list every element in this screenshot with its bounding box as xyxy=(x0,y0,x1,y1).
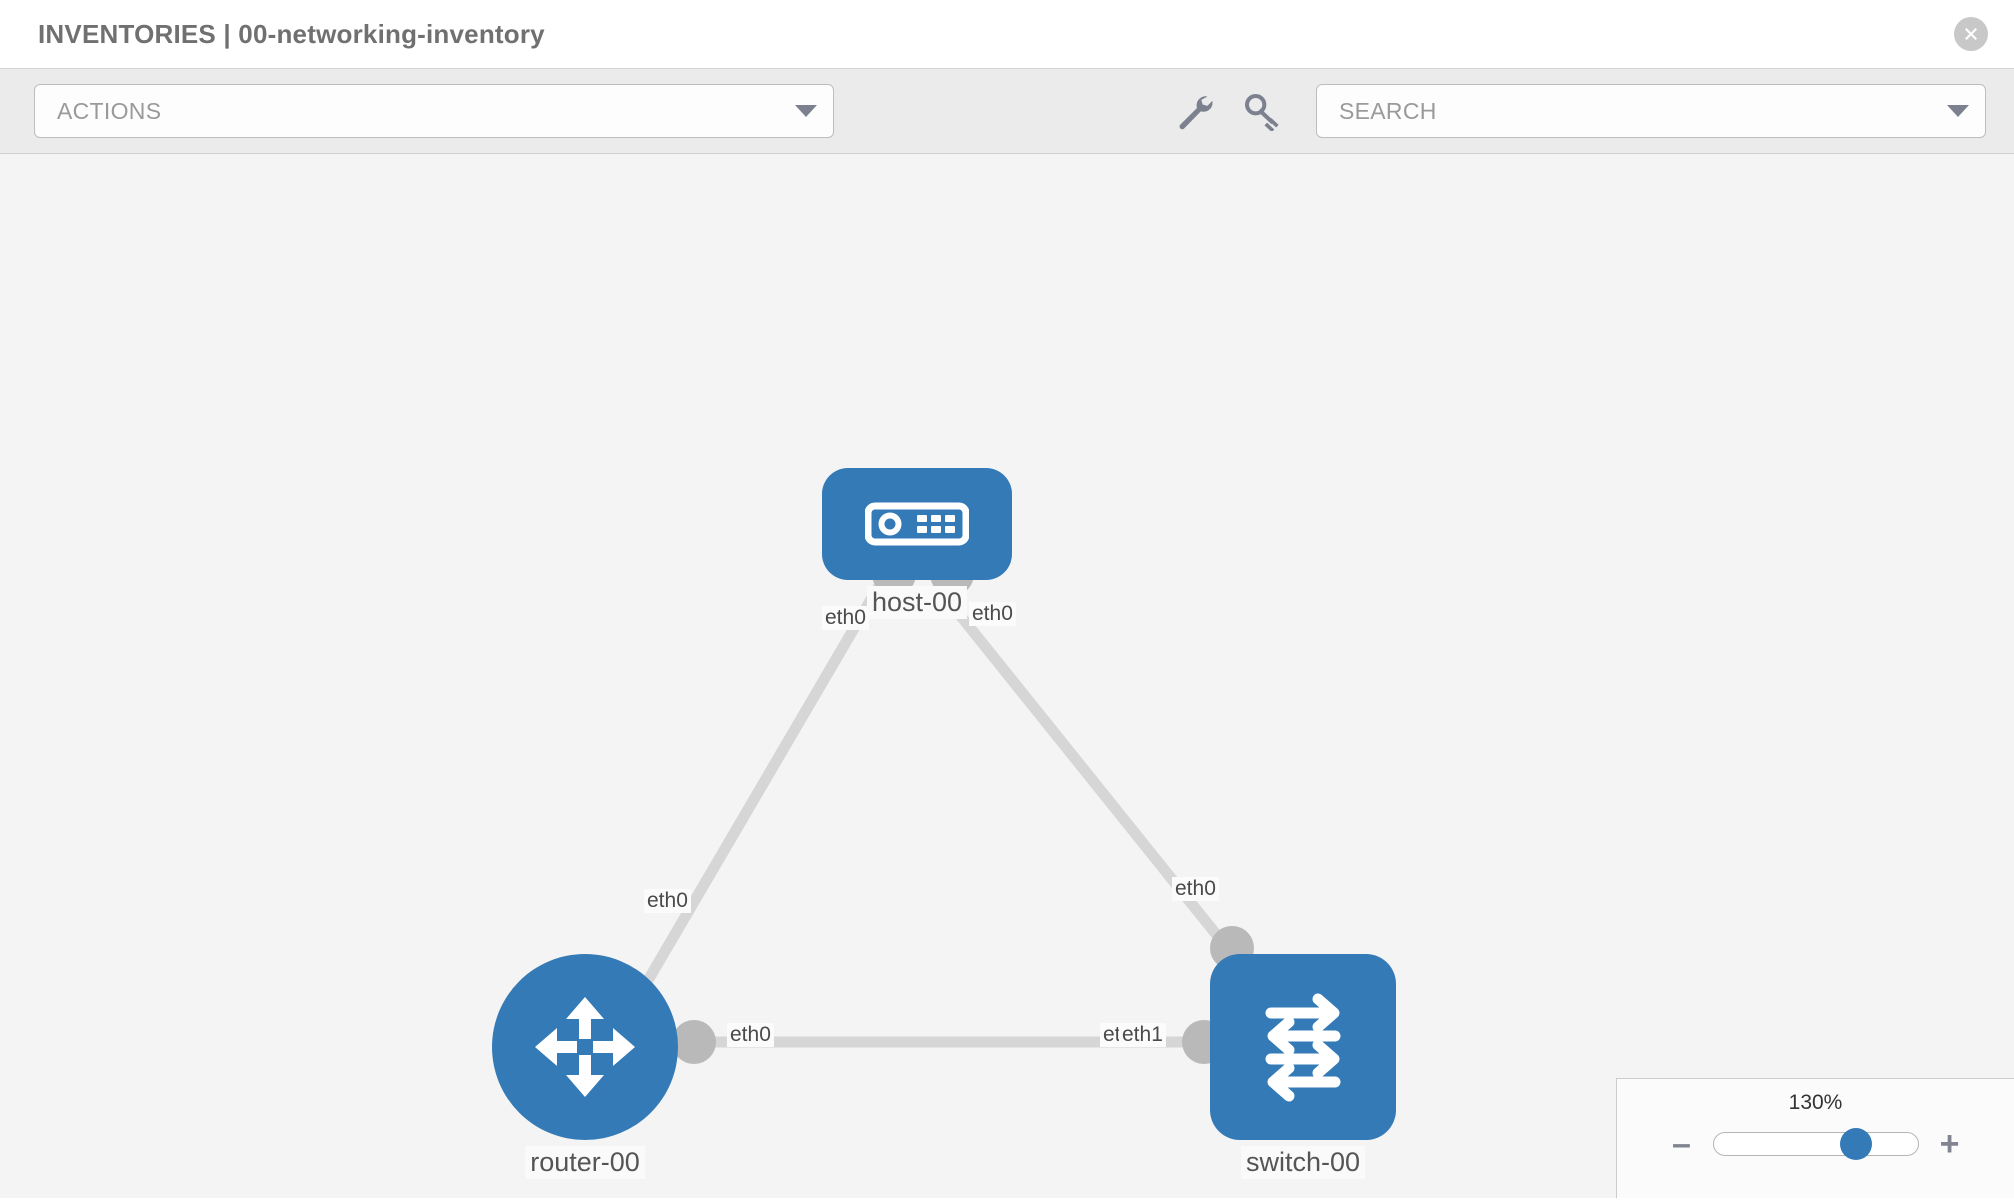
zoom-slider[interactable] xyxy=(1712,1128,1919,1160)
topology-links xyxy=(635,580,1245,1048)
link-host-switch[interactable] xyxy=(930,580,1245,968)
close-icon xyxy=(1965,28,1977,40)
node-host-00[interactable]: host-00 xyxy=(822,468,1012,619)
zoom-control-panel: 130% – + xyxy=(1616,1078,2014,1198)
page-title: INVENTORIES | 00-networking-inventory xyxy=(38,18,545,49)
iface-label-host-right: eth0 xyxy=(969,602,1016,626)
iface-label-router-right: eth0 xyxy=(727,1023,774,1047)
node-host-shape[interactable] xyxy=(822,468,1012,580)
node-router-00[interactable]: router-00 xyxy=(492,954,678,1179)
endpoint-router-right[interactable] xyxy=(672,1020,716,1064)
iface-label-router-up: eth0 xyxy=(644,889,691,913)
zoom-out-button[interactable]: – xyxy=(1672,1125,1691,1163)
iface-label-switch-up: eth0 xyxy=(1172,877,1219,901)
zoom-control-row: – + xyxy=(1617,1127,2014,1161)
key-icon[interactable] xyxy=(1242,91,1282,131)
chevron-down-icon[interactable] xyxy=(795,105,817,117)
iface-label-switch-left-b: eth1 xyxy=(1119,1023,1166,1047)
link-host-router[interactable] xyxy=(635,581,885,997)
actions-dropdown[interactable] xyxy=(34,84,834,138)
iface-label-host-left: eth0 xyxy=(822,606,869,630)
server-icon xyxy=(865,502,969,546)
switch-arrows-icon xyxy=(1265,993,1341,1102)
node-switch-shape[interactable] xyxy=(1210,954,1396,1140)
node-label-host: host-00 xyxy=(866,586,968,619)
wrench-icon[interactable] xyxy=(1174,91,1214,131)
node-label-router: router-00 xyxy=(525,1146,645,1179)
zoom-in-button[interactable]: + xyxy=(1939,1125,1960,1163)
node-label-switch: switch-00 xyxy=(1240,1146,1366,1179)
search-input[interactable] xyxy=(1337,96,1935,126)
close-button[interactable] xyxy=(1954,17,1988,51)
toolbar xyxy=(0,68,2014,154)
page-header: INVENTORIES | 00-networking-inventory xyxy=(0,0,2014,68)
topology-canvas[interactable]: host-00 eth0 eth0 router-00 eth0 eth0 xyxy=(0,154,2014,1198)
zoom-slider-thumb[interactable] xyxy=(1840,1128,1873,1160)
zoom-level-value: 130% xyxy=(1788,1091,1843,1114)
router-arrows-icon xyxy=(535,997,635,1097)
node-switch-00[interactable]: switch-00 xyxy=(1210,954,1396,1179)
actions-input[interactable] xyxy=(55,96,783,126)
node-router-shape[interactable] xyxy=(492,954,678,1140)
chevron-down-icon[interactable] xyxy=(1947,105,1969,117)
toolbar-icon-group xyxy=(1174,91,1282,131)
search-box[interactable] xyxy=(1316,84,1986,138)
